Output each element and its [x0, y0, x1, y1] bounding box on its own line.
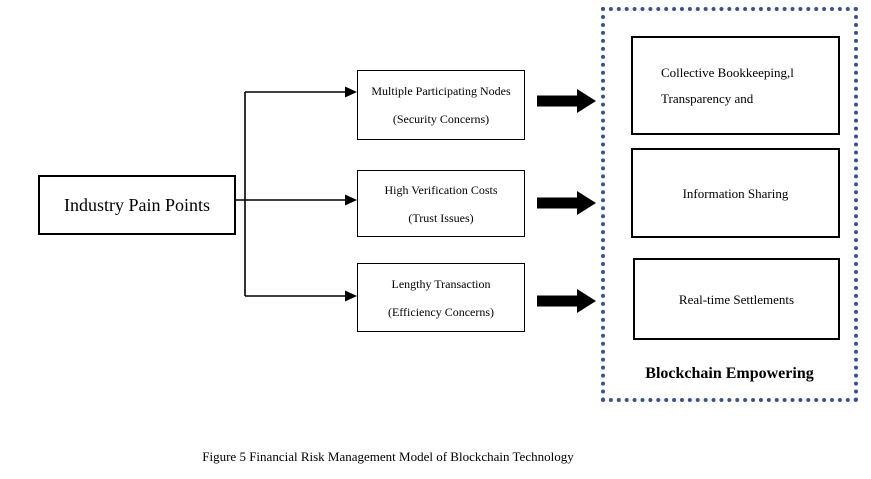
- solution-box-bookkeeping: Collective Bookkeeping,l Transparency an…: [631, 36, 840, 135]
- pain-point-box-costs: High Verification Costs (Trust Issues): [357, 170, 525, 237]
- block-arrow-top-icon: [537, 89, 596, 113]
- arrowhead-middle-icon: [345, 194, 357, 206]
- block-arrow-bottom-icon: [537, 289, 596, 313]
- arrowhead-bottom-icon: [345, 290, 357, 302]
- solution-line1: Collective Bookkeeping,l: [661, 65, 794, 80]
- pain-point-box-nodes: Multiple Participating Nodes (Security C…: [357, 70, 525, 140]
- solution-line1: Real-time Settlements: [678, 291, 795, 307]
- blockchain-empowering-label: Blockchain Empowering: [645, 365, 814, 382]
- pain-point-box-transaction: Lengthy Transaction (Efficiency Concerns…: [357, 263, 525, 332]
- industry-pain-points-box: Industry Pain Points: [38, 175, 236, 235]
- arrowhead-top-icon: [345, 86, 357, 98]
- solution-line2: Transparency and: [661, 91, 754, 106]
- pain-point-line2: (Security Concerns): [392, 112, 490, 126]
- pain-point-line1: High Verification Costs: [384, 182, 498, 197]
- block-arrow-middle-icon: [537, 191, 596, 215]
- branch-lines: [236, 91, 348, 297]
- figure-caption: Figure 5 Financial Risk Management Model…: [202, 449, 574, 464]
- industry-pain-points-label: Industry Pain Points: [63, 194, 210, 215]
- solution-box-information-sharing: Information Sharing: [631, 148, 840, 238]
- solution-line1: Information Sharing: [682, 185, 789, 201]
- thin-arrowheads: [345, 86, 357, 302]
- solution-box-realtime-settlements: Real-time Settlements: [633, 258, 840, 340]
- pain-point-line1: Lengthy Transaction: [391, 276, 491, 291]
- pain-point-line2: (Trust Issues): [408, 210, 474, 225]
- blockchain-empowering-container: [601, 7, 858, 402]
- block-arrows: [537, 89, 596, 313]
- pain-point-line2: (Efficiency Concerns): [387, 304, 495, 319]
- pain-point-line1: Multiple Participating Nodes: [371, 84, 511, 98]
